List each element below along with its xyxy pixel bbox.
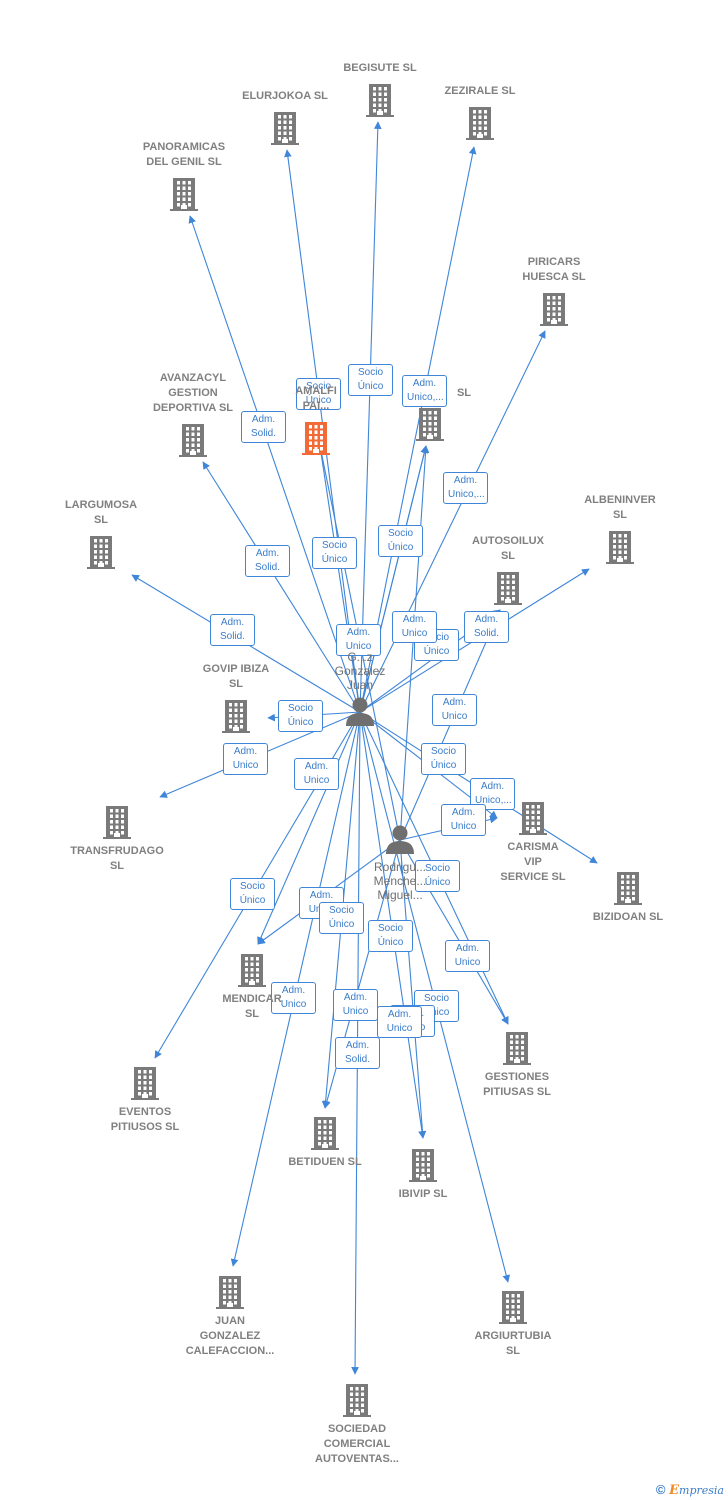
building-icon[interactable]	[519, 802, 547, 835]
relation-label[interactable]: Socio Único	[296, 378, 341, 410]
relation-edge	[399, 445, 430, 841]
building-icon[interactable]	[216, 1276, 244, 1309]
relation-label[interactable]: Adm. Unico	[223, 743, 268, 775]
person-label[interactable]: Rodrigu... Menche... Miguel...	[373, 860, 427, 902]
person-label[interactable]: G...z Gonzalez Juan	[334, 650, 386, 692]
relation-label[interactable]: Adm. Unico,...	[470, 778, 515, 810]
relation-label[interactable]: Adm. Unico,...	[443, 472, 488, 504]
relation-edge	[359, 330, 546, 713]
relation-edge	[359, 146, 477, 713]
relation-label[interactable]: Adm. Unico	[445, 940, 490, 972]
relation-label[interactable]: Socio Único	[230, 878, 275, 910]
building-icon[interactable]	[170, 178, 198, 211]
company-label[interactable]: IBIVIP SL	[398, 1188, 448, 1200]
building-icon[interactable]	[466, 107, 494, 140]
relation-label[interactable]: Socio Único	[378, 525, 423, 557]
building-icon[interactable]	[179, 424, 207, 457]
building-icon[interactable]	[271, 112, 299, 145]
relation-label[interactable]: Adm. Unico	[432, 694, 477, 726]
relation-edge	[257, 711, 361, 945]
company-label[interactable]: BEGISUTE SL	[343, 62, 417, 74]
relation-label[interactable]: Socio Único	[319, 902, 364, 934]
company-label[interactable]: BIZIDOAN SL	[592, 911, 664, 923]
relation-label[interactable]: Socio Único	[421, 743, 466, 775]
company-label[interactable]: PIRICARS HUESCA SL	[522, 256, 586, 283]
person-icon[interactable]	[346, 697, 374, 727]
relation-label[interactable]: Socio Único	[278, 700, 323, 732]
relation-label[interactable]: Adm. Unico	[392, 611, 437, 643]
relation-label[interactable]: Adm. Solid.	[245, 545, 290, 577]
relation-label[interactable]: Adm. Unico	[336, 624, 381, 656]
building-icon[interactable]	[409, 1149, 437, 1182]
company-label[interactable]: ALBENINVER SL	[584, 494, 656, 521]
company-label[interactable]: CARISMA VIP SERVICE SL	[500, 841, 566, 883]
relation-label[interactable]: Adm. Unico	[271, 982, 316, 1014]
building-icon[interactable]	[606, 531, 634, 564]
relation-edge	[359, 445, 429, 713]
relation-label[interactable]: Adm. Unico	[441, 804, 486, 836]
relation-label[interactable]: Socio Único	[312, 537, 357, 569]
relation-label[interactable]: Socio Único	[368, 920, 413, 952]
relation-edge	[399, 839, 427, 1139]
building-icon[interactable]	[614, 872, 642, 905]
copyright-symbol: ©	[655, 1482, 666, 1497]
company-label[interactable]: JUAN GONZALEZ CALEFACCION...	[185, 1315, 275, 1357]
building-icon[interactable]	[343, 1384, 371, 1417]
company-label[interactable]: LARGUMOSA SL	[64, 499, 138, 526]
company-label[interactable]: BETIDUEN SL	[288, 1156, 362, 1168]
relation-label[interactable]: Adm. Unico	[377, 1006, 422, 1038]
building-icon[interactable]	[238, 954, 266, 987]
building-icon[interactable]	[131, 1067, 159, 1100]
relation-label[interactable]: Adm. Solid.	[335, 1037, 380, 1069]
building-icon[interactable]	[366, 84, 394, 117]
company-label[interactable]: TRANSFRUDAGO SL	[70, 845, 164, 872]
empresia-logo[interactable]: © Empresia	[655, 1482, 724, 1498]
company-label[interactable]: ARGIURTUBIA SL	[474, 1330, 552, 1357]
building-icon[interactable]	[87, 536, 115, 569]
building-icon[interactable]	[103, 806, 131, 839]
building-icon[interactable]	[503, 1032, 531, 1065]
company-label[interactable]: GESTIONES PITIUSAS SL	[483, 1071, 551, 1098]
company-label[interactable]: ELURJOKOA SL	[242, 90, 328, 102]
building-icon[interactable]	[499, 1291, 527, 1324]
company-label[interactable]: SL	[456, 387, 472, 399]
relation-edge	[188, 215, 361, 713]
relation-label[interactable]: Socio Único	[415, 860, 460, 892]
relation-label[interactable]: Adm. Solid.	[210, 614, 255, 646]
relation-label[interactable]: Adm. Unico,...	[402, 375, 447, 407]
person-icon[interactable]	[386, 825, 414, 855]
company-label[interactable]: AMALFI PAI...	[295, 385, 337, 412]
relation-edge	[317, 445, 361, 713]
relation-label[interactable]: Socio Único	[348, 364, 393, 396]
company-label[interactable]: SOCIEDAD COMERCIAL AUTOVENTAS...	[315, 1423, 399, 1465]
company-label[interactable]: AVANZACYL GESTION DEPORTIVA SL	[152, 372, 234, 414]
relation-label[interactable]: Adm. Unico	[294, 758, 339, 790]
company-label[interactable]: GOVIP IBIZA SL	[202, 663, 270, 690]
relation-edge	[202, 461, 361, 713]
relation-edge	[359, 121, 382, 713]
building-icon[interactable]	[416, 408, 444, 441]
relation-label[interactable]: Adm. Solid.	[464, 611, 509, 643]
relation-label[interactable]: Adm. Solid.	[241, 411, 286, 443]
building-icon[interactable]	[222, 700, 250, 733]
building-icon[interactable]	[302, 422, 330, 455]
company-label[interactable]: MENDICAR SL	[222, 993, 282, 1020]
company-label[interactable]: AUTOSOILUX SL	[472, 535, 544, 562]
relation-label[interactable]: Adm. Unico	[333, 989, 378, 1021]
company-label[interactable]: ZEZIRALE SL	[444, 85, 516, 97]
company-label[interactable]: EVENTOS PITIUSOS SL	[110, 1106, 180, 1133]
building-icon[interactable]	[494, 572, 522, 605]
building-icon[interactable]	[540, 293, 568, 326]
company-label[interactable]: PANORAMICAS DEL GENIL SL	[142, 141, 226, 168]
building-icon[interactable]	[311, 1117, 339, 1150]
